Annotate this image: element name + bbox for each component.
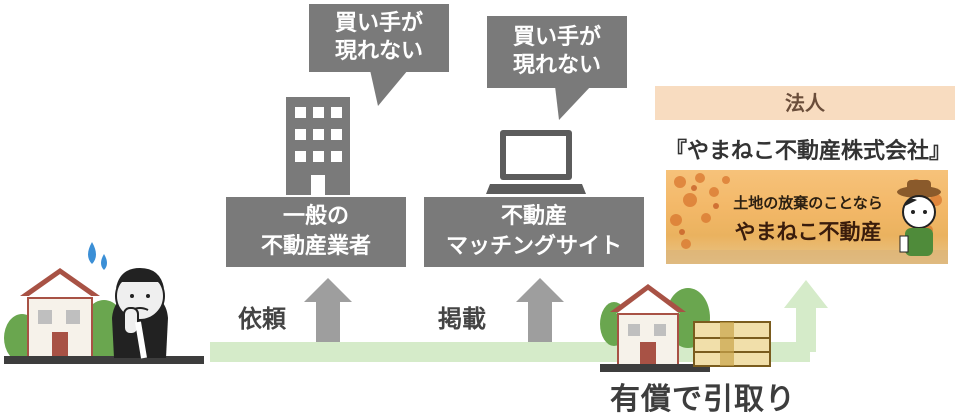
speech-bubble-site: 買い手が 現れない	[487, 16, 627, 88]
listing-arrow	[516, 278, 564, 342]
money-icon	[693, 321, 771, 367]
box-line-2: 不動産業者	[260, 234, 371, 259]
request-arrow	[304, 278, 352, 342]
matching-site-box: 不動産 マッチングサイト	[424, 197, 644, 267]
autumn-leaves-icon	[666, 173, 948, 264]
request-label: 依頼	[238, 305, 286, 333]
general-agent-box: 一般の 不動産業者	[226, 197, 406, 267]
paid-takeover-label: 有償で引取り	[610, 382, 796, 417]
company-name: 『やまねこ不動産株式会社』	[664, 139, 951, 164]
company-banner: 土地の放棄のことなら やまねこ不動産	[666, 170, 948, 264]
bubble-line-2: 現れない	[512, 53, 601, 78]
box-line-2: マッチングサイト	[445, 234, 622, 259]
cat-mascot-icon	[897, 180, 941, 256]
bubble-line-1: 買い手が	[512, 25, 601, 50]
box-line-1: 一般の	[282, 204, 349, 229]
speech-bubble-agent: 買い手が 現れない	[309, 4, 449, 72]
listing-label: 掲載	[438, 305, 486, 333]
corporation-band: 法人	[655, 86, 955, 120]
bubble-line-2: 現れない	[334, 39, 423, 64]
bubble-line-1: 買い手が	[334, 11, 423, 36]
bubble-tail	[555, 86, 591, 120]
office-building-icon	[286, 97, 350, 195]
laptop-icon	[486, 130, 586, 194]
house-owner-icon	[4, 242, 204, 364]
house-money-icon	[600, 284, 771, 372]
banner-title-top: 土地の放棄のことなら	[733, 194, 883, 212]
box-line-1: 不動産	[500, 204, 567, 229]
success-arrow	[784, 280, 828, 352]
banner-title-main: やまねこ不動産	[734, 220, 882, 244]
bubble-tail	[370, 70, 408, 106]
